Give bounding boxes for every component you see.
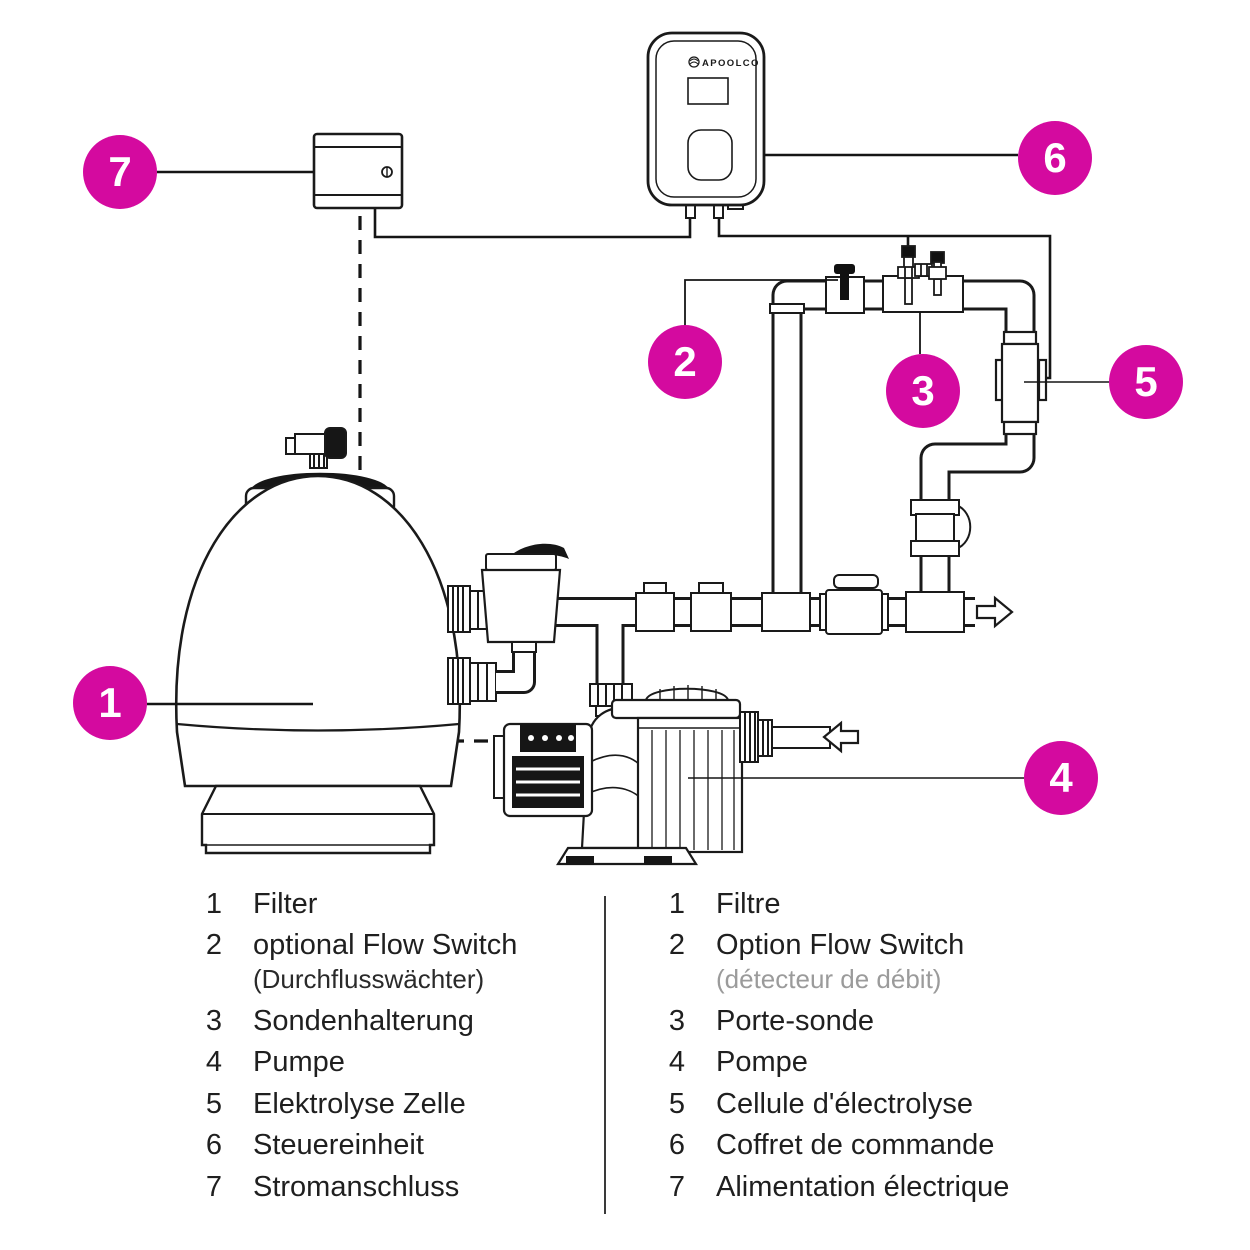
legend-item-number: 1 [205, 888, 222, 920]
legend-row: 6 Coffret de commande [655, 1129, 1085, 1162]
filter-tank [174, 427, 536, 855]
legend-divider [604, 896, 606, 1214]
legend-french: 1 Filtre 2 Option Flow Switch (détecteur… [655, 889, 1085, 1213]
legend-row: 3 Sondenhalterung [192, 1004, 622, 1037]
legend-item-label: Coffret de commande [716, 1129, 995, 1162]
legend-item-label: Sondenhalterung [253, 1004, 474, 1037]
legend-item-number: 3 [668, 1004, 685, 1037]
flow-outlet-arrow [975, 595, 1014, 629]
junction-box [312, 132, 404, 210]
legend-item-number: 5 [668, 1087, 685, 1120]
control-unit: APOOLCO [646, 31, 766, 219]
legend-row: 5 Cellule d'électrolyse [655, 1087, 1085, 1120]
callout-3-probe-holder: 3 [886, 354, 960, 428]
legend-item-label: Option Flow Switch [716, 929, 965, 962]
legend-row: 6 Steuereinheit [192, 1129, 622, 1162]
ball-valve [819, 574, 889, 635]
union-valve [910, 499, 972, 557]
legend-row: 2 optional Flow Switch (Durchflusswächte… [192, 930, 622, 994]
legend-item-label: Pumpe [253, 1046, 345, 1079]
control-unit-display [687, 77, 729, 105]
legend-item-label: Cellule d'électrolyse [716, 1087, 973, 1120]
callout-5-cell: 5 [1109, 345, 1183, 419]
electrolysis-cell [994, 330, 1048, 436]
callout-2-flow-switch: 2 [648, 325, 722, 399]
flow-inlet-arrow [822, 720, 860, 754]
legend-item-number: 7 [668, 1170, 685, 1203]
probe-holder [882, 245, 964, 313]
brand-logo: APOOLCO [688, 56, 760, 69]
legend-item-label: Filter [253, 888, 318, 920]
piping-diagram: APOOLCO [147, 31, 1109, 866]
legend-row: 1 Filter [192, 888, 622, 920]
legend-row: 5 Elektrolyse Zelle [192, 1087, 622, 1120]
brand-logo-text: APOOLCO [702, 58, 760, 69]
legend-row: 7 Alimentation électrique [655, 1170, 1085, 1203]
legend-item-number: 1 [668, 888, 685, 920]
legend-item-number: 6 [668, 1129, 685, 1162]
legend-item-number: 2 [668, 929, 685, 962]
callout-7-power: 7 [83, 135, 157, 209]
legend-item-number: 6 [205, 1129, 222, 1162]
multiport-valve [480, 543, 569, 653]
callout-leaders [147, 153, 1109, 779]
legend-item-label: Steuereinheit [253, 1129, 424, 1162]
legend-item-number: 4 [205, 1046, 222, 1079]
legend-row: 7 Stromanschluss [192, 1170, 622, 1203]
pipe-fittings [635, 303, 965, 633]
callout-6-control-unit: 6 [1018, 121, 1092, 195]
legend-item-label: Stromanschluss [253, 1170, 460, 1203]
legend-item-number: 7 [205, 1170, 222, 1203]
legend-item-sublabel: (Durchflusswächter) [253, 963, 485, 994]
legend-item-label: optional Flow Switch [253, 929, 518, 962]
legend-german: 1 Filter 2 optional Flow Switch (Durchfl… [192, 889, 622, 1213]
callout-1-filter: 1 [73, 666, 147, 740]
legend-item-number: 4 [668, 1046, 685, 1079]
legend-item-number: 2 [205, 929, 222, 962]
legend-row: 4 Pompe [655, 1046, 1085, 1079]
legend-row: 4 Pumpe [192, 1046, 622, 1079]
callout-4-pump: 4 [1024, 741, 1098, 815]
legend-row: 2 Option Flow Switch (détecteur de débit… [655, 930, 1085, 994]
legend-item-label: Alimentation électrique [716, 1170, 1010, 1203]
legend-item-sublabel: (détecteur de débit) [716, 963, 942, 994]
legend-item-label: Porte-sonde [716, 1004, 874, 1037]
legend-item-label: Elektrolyse Zelle [253, 1087, 466, 1120]
legend-item-label: Filtre [716, 888, 781, 920]
legend-row: 1 Filtre [655, 888, 1085, 920]
flow-switch [825, 264, 865, 314]
legend-item-number: 5 [205, 1087, 222, 1120]
control-unit-button [687, 129, 733, 181]
pump [493, 683, 831, 866]
legend-item-number: 3 [205, 1004, 222, 1037]
legend-row: 3 Porte-sonde [655, 1004, 1085, 1037]
legend-item-label: Pompe [716, 1046, 808, 1079]
